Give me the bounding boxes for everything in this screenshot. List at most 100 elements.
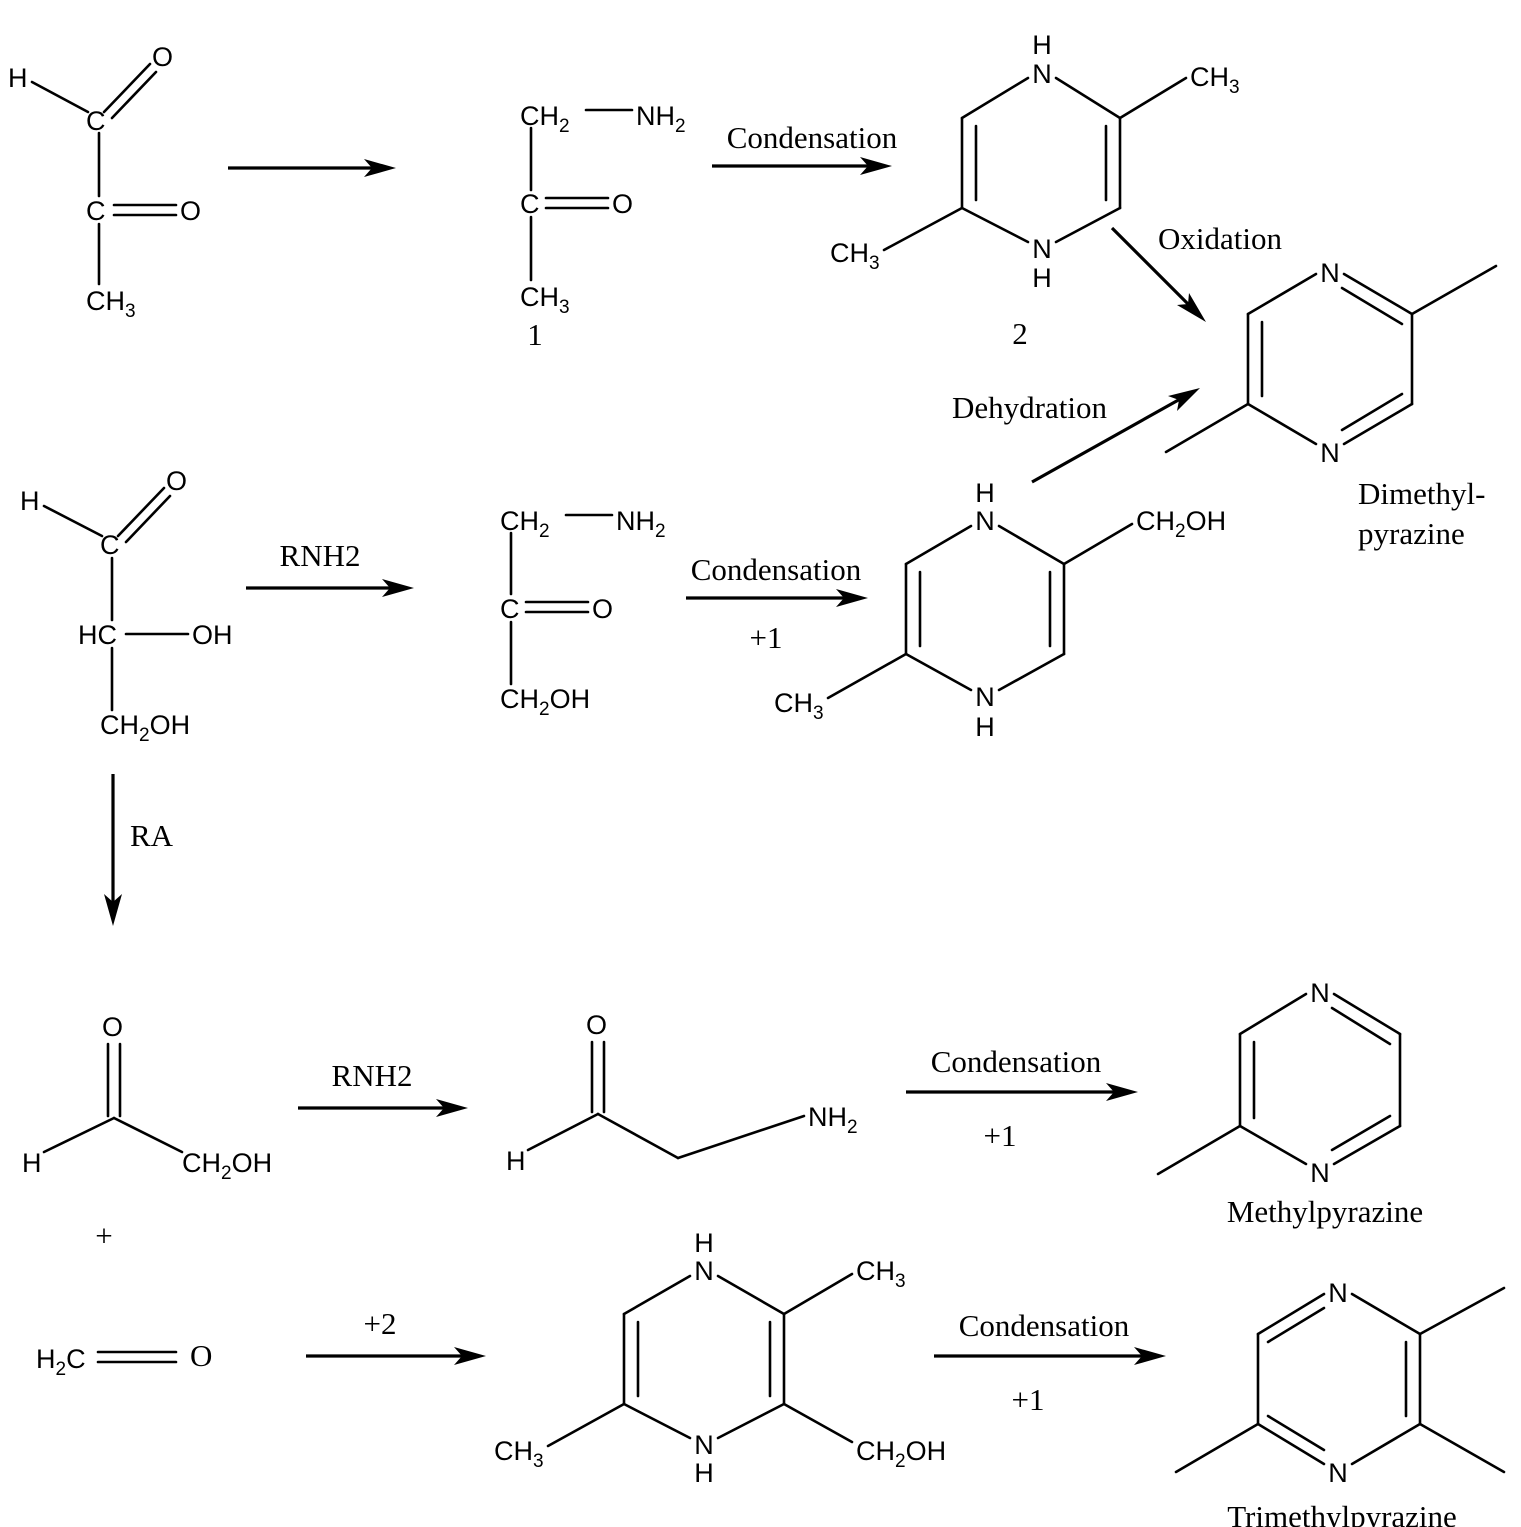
ch2oh-group: CH2OH xyxy=(100,710,190,746)
trimethylpyrazine-structure: N N Trimethylpyrazine xyxy=(1174,1278,1506,1527)
bond xyxy=(904,524,973,566)
ch2oh-group: CH2OH xyxy=(856,1436,946,1472)
bond xyxy=(997,524,1066,566)
methylpyrazine-structure: N N Methylpyrazine xyxy=(1156,978,1423,1229)
atom-n: N xyxy=(694,1430,714,1460)
bond xyxy=(1342,272,1414,316)
ch2oh-group: CH2OH xyxy=(500,684,590,720)
arrow-row4-2 xyxy=(934,1347,1166,1365)
bond xyxy=(1340,392,1404,432)
bond xyxy=(1350,1422,1422,1466)
bond xyxy=(882,206,964,252)
bond xyxy=(904,652,973,692)
methyl-group: CH3 xyxy=(494,1436,544,1472)
atom-n: N xyxy=(1032,59,1052,89)
bond xyxy=(960,206,1030,244)
bond xyxy=(42,1116,116,1154)
ch2oh-group: CH2OH xyxy=(182,1148,272,1184)
bond xyxy=(124,494,172,544)
bond xyxy=(1118,76,1188,120)
atom-c: C xyxy=(86,196,106,226)
bond xyxy=(1256,1292,1326,1336)
bond xyxy=(1266,1414,1326,1452)
hydroxyl-group: OH xyxy=(192,620,233,650)
bond xyxy=(1418,1422,1506,1474)
ch2-group: CH2 xyxy=(500,506,550,542)
glycolaldehyde-structure: O H CH2OH xyxy=(22,1012,272,1184)
arrow-ra xyxy=(104,774,122,926)
bond xyxy=(1238,1124,1308,1166)
hc-group: HC xyxy=(78,620,117,650)
bond xyxy=(1330,1006,1392,1046)
arrow-dehydration xyxy=(1031,388,1200,484)
nh2-group: NH2 xyxy=(616,506,666,542)
bond xyxy=(1350,1292,1422,1336)
bond xyxy=(782,1402,854,1444)
atom-h: H xyxy=(694,1228,714,1258)
bond xyxy=(782,1272,854,1316)
bond xyxy=(112,1116,184,1154)
plus1-label-bottom1: +1 xyxy=(984,1118,1017,1153)
methylpyrazine-name: Methylpyrazine xyxy=(1227,1194,1423,1229)
formaldehyde-structure: H2C O xyxy=(36,1338,212,1380)
rnh2-label-mid: RNH2 xyxy=(280,538,361,573)
bond xyxy=(116,486,166,538)
atom-h: H xyxy=(694,1458,714,1488)
dimethylpyrazine-name-line1: Dimethyl- xyxy=(1358,476,1485,511)
bond xyxy=(1054,206,1122,244)
condensation-label-bottom2: Condensation xyxy=(959,1308,1130,1343)
atom-c: C xyxy=(500,594,520,624)
bond xyxy=(716,1402,786,1440)
methyl-group: CH3 xyxy=(1190,62,1240,98)
atom-h: H xyxy=(1032,30,1052,60)
atom-n: N xyxy=(975,506,995,536)
atom-n: N xyxy=(1328,1278,1348,1308)
arrow-row2-1 xyxy=(246,579,414,597)
methyl-group: CH3 xyxy=(86,286,136,322)
bond xyxy=(826,652,908,700)
bond xyxy=(1266,1306,1326,1344)
aminohydroxyacetone-structure: CH2 NH2 C O CH2OH xyxy=(500,506,666,720)
ra-label: RA xyxy=(130,818,174,853)
plus1-label-mid: +1 xyxy=(750,620,783,655)
atom-o: O xyxy=(190,1338,212,1373)
atom-n: N xyxy=(1328,1458,1348,1488)
methyl-group: CH3 xyxy=(774,688,824,724)
arrow-row1-1 xyxy=(228,159,396,177)
bond xyxy=(716,1274,786,1316)
plus1-label-bottom2: +1 xyxy=(1012,1382,1045,1417)
bond xyxy=(1342,402,1414,446)
bond xyxy=(960,76,1030,120)
rnh2-label-bottom: RNH2 xyxy=(332,1058,413,1093)
bond xyxy=(1332,1124,1402,1166)
atom-n: N xyxy=(1320,258,1340,288)
bond xyxy=(1174,1422,1260,1474)
atom-n: N xyxy=(1320,438,1340,468)
atom-c: C xyxy=(520,189,540,219)
methylglyoxal-structure: H O C C O CH3 xyxy=(8,42,201,322)
ch2oh-group: CH2OH xyxy=(1136,506,1226,542)
dimethylpyrazine-structure: N N Dimethyl- pyrazine xyxy=(1164,258,1498,551)
arrow-row3-2 xyxy=(906,1083,1138,1101)
aminoacetone-structure-1: CH2 NH2 C O CH3 1 xyxy=(520,101,686,352)
bond xyxy=(102,62,152,114)
ch2-group: CH2 xyxy=(520,101,570,137)
atom-n: N xyxy=(1032,234,1052,264)
arrow-row3-1 xyxy=(298,1099,468,1117)
bond xyxy=(1332,992,1402,1036)
hydroxymethyl-dihydropyrazine-structure: H N N H CH2OH CH3 xyxy=(774,478,1226,742)
compound-number-1: 1 xyxy=(527,317,543,352)
bond xyxy=(110,70,158,120)
trimethyl-dihydropyrazine-structure: H N N H CH3 CH2OH CH3 xyxy=(494,1228,946,1488)
methyl-group: CH3 xyxy=(856,1256,906,1292)
bond xyxy=(1256,1422,1326,1466)
bond xyxy=(1246,402,1318,446)
nh2-group: NH2 xyxy=(636,101,686,137)
bond xyxy=(1062,522,1134,566)
atom-h: H xyxy=(22,1148,42,1178)
bond xyxy=(1246,272,1318,316)
atom-h: H xyxy=(506,1146,526,1176)
atom-n: N xyxy=(1310,1158,1330,1188)
atom-o: O xyxy=(166,466,187,496)
